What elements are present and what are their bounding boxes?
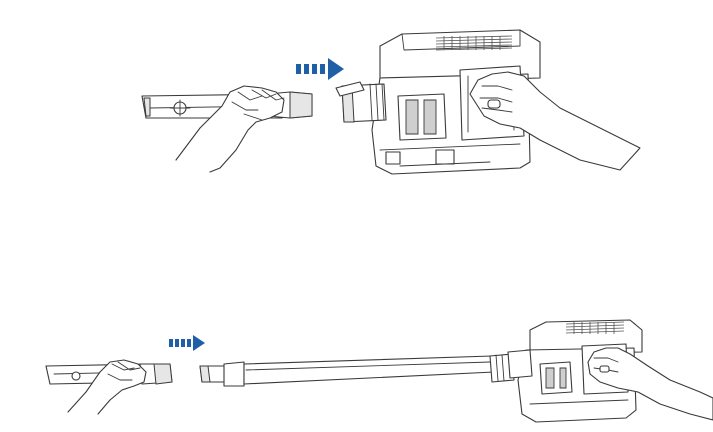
left-hand-icon [175,85,285,173]
extension-tube-icon [199,353,515,387]
dashed-arrow-icon [296,58,344,80]
left-hand-icon [67,359,147,415]
right-hand-icon [587,347,713,421]
step-2-panel [45,319,713,423]
step-1-panel [141,29,641,175]
right-hand-icon [469,71,641,171]
vacuum-body-icon [507,319,643,423]
dashed-arrow-icon [169,335,205,351]
